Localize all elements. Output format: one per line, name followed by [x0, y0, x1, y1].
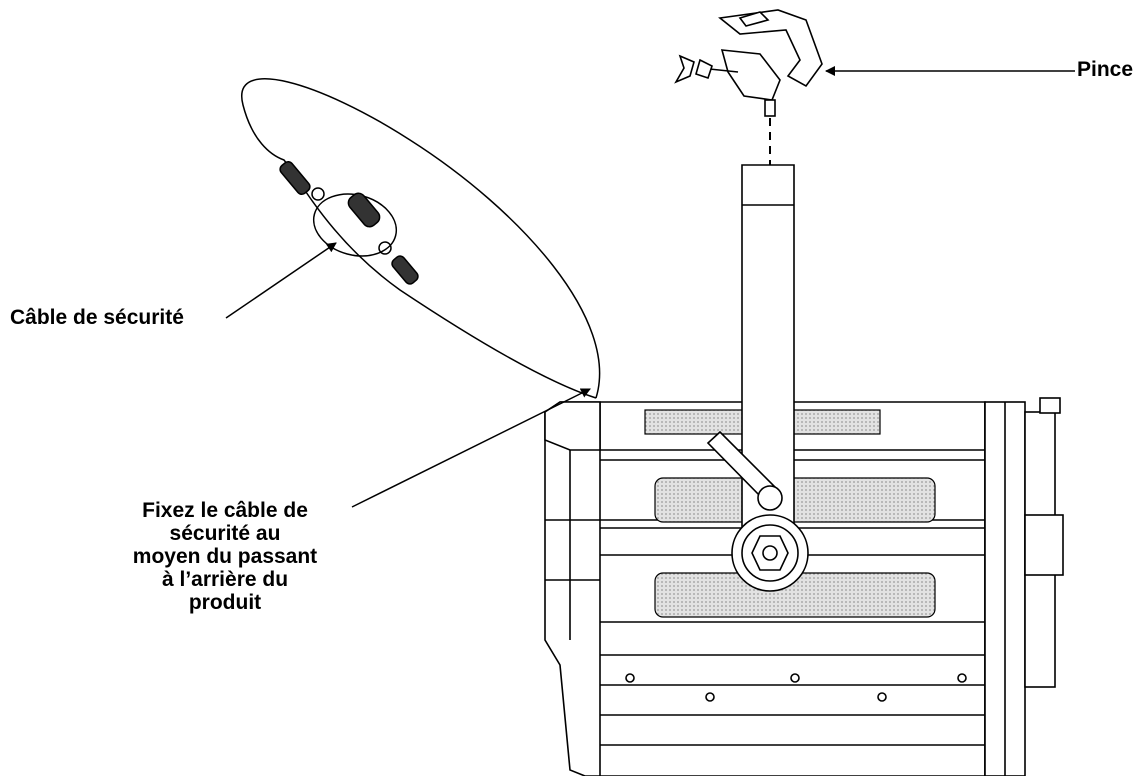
fixez-callout-arrow — [351, 388, 591, 508]
attach-instruction-line: produit — [188, 591, 262, 614]
safety-cable-label: Câble de sécurité — [10, 306, 184, 329]
cable-callout-arrow — [225, 242, 337, 319]
attach-instruction-line: moyen du passant — [132, 545, 318, 568]
yoke — [706, 164, 809, 592]
clamp-label: Pince — [1077, 58, 1134, 81]
clamp-icon — [674, 9, 823, 117]
attach-instruction-line: Fixez le câble de — [142, 499, 308, 522]
attach-instruction-label: Fixez le câble de sécurité au moyen du p… — [110, 499, 340, 614]
attach-instruction-line: sécurité au — [169, 522, 281, 545]
callout-arrows — [225, 66, 1075, 508]
safety-cable — [241, 78, 601, 399]
vent-grilles — [644, 409, 936, 618]
attach-instruction-line: à l’arrière du — [161, 568, 289, 591]
